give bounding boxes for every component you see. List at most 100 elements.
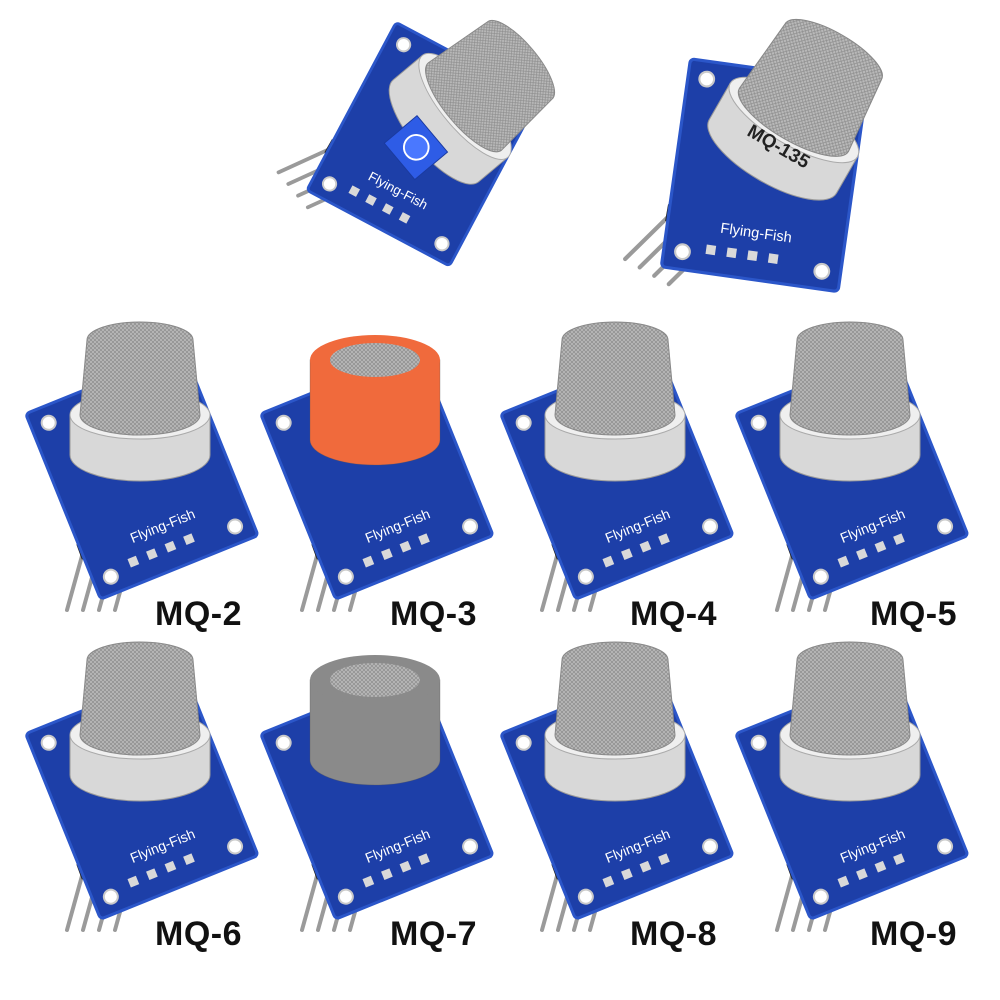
solder-pad (893, 533, 905, 546)
mount-hole (515, 734, 532, 751)
mesh-cap (554, 321, 676, 436)
solder-pad (874, 860, 887, 873)
mount-hole (275, 414, 292, 431)
potentiometer-knob (402, 134, 430, 161)
model-label: MQ-4 (630, 595, 717, 633)
solder-pad (602, 555, 615, 568)
mount-hole (275, 734, 292, 751)
mount-hole (321, 176, 338, 192)
mount-hole (227, 518, 244, 535)
gas-sensor (309, 335, 441, 466)
solder-pad (639, 540, 652, 553)
solder-pad (658, 853, 670, 866)
solder-pad (381, 548, 393, 561)
sensor-module-mq-3: Flying-Fish (250, 320, 500, 620)
mount-hole (702, 838, 719, 855)
gas-sensor (544, 641, 686, 802)
mount-hole (395, 37, 412, 53)
solder-pad (602, 875, 615, 888)
mount-hole (337, 888, 354, 905)
gas-sensor (544, 321, 686, 482)
mesh-cap (789, 641, 911, 756)
solder-pad (621, 868, 633, 881)
solder-pad (418, 533, 430, 546)
solder-pad (418, 853, 430, 866)
mesh-cap (79, 641, 201, 756)
mount-hole (812, 888, 829, 905)
mount-hole (462, 518, 479, 535)
mount-hole (102, 568, 119, 585)
solder-pad (726, 247, 737, 259)
back-view-module: Flying-Fish (240, 0, 611, 323)
gas-sensor: MQ-135 (707, 18, 883, 201)
mount-hole (227, 838, 244, 855)
solder-pad (747, 250, 758, 262)
solder-pad (362, 875, 375, 888)
gas-sensor (779, 321, 921, 482)
sensor-module-mq-5: Flying-Fish (725, 320, 975, 620)
mount-hole (698, 70, 716, 88)
solder-pad (658, 533, 670, 546)
solder-pad (837, 555, 850, 568)
solder-pad (127, 555, 140, 568)
sensor-module-mq-7: Flying-Fish (250, 640, 500, 940)
mount-hole (102, 888, 119, 905)
solder-pad (382, 203, 394, 215)
solder-pad (705, 244, 717, 256)
solder-pad (362, 555, 375, 568)
mount-hole (577, 888, 594, 905)
solder-pad (381, 868, 393, 881)
solder-pad (398, 212, 411, 224)
solder-pad (164, 860, 177, 873)
gas-sensor (69, 641, 211, 802)
solder-pad (399, 540, 412, 553)
mount-hole (750, 414, 767, 431)
solder-pad (146, 868, 158, 881)
mesh-cap (789, 321, 911, 436)
mount-hole (674, 243, 691, 261)
sensor-module-mq-8: Flying-Fish (490, 640, 740, 940)
solder-pad (767, 253, 779, 264)
gray-cap (309, 679, 441, 786)
mesh-cap (425, 20, 555, 153)
solder-pad (127, 875, 140, 888)
solder-pad (893, 853, 905, 866)
mount-hole (337, 568, 354, 585)
sensor-module-mq-2: Flying-Fish (15, 320, 265, 620)
sensor-module-mq-6: Flying-Fish (15, 640, 265, 940)
model-label: MQ-8 (630, 915, 717, 953)
model-label: MQ-3 (390, 595, 477, 633)
solder-pad (639, 860, 652, 873)
model-label: MQ-6 (155, 915, 242, 953)
mount-hole (515, 414, 532, 431)
orange-cap (309, 359, 441, 466)
solder-pad (837, 875, 850, 888)
gas-sensor (69, 321, 211, 482)
solder-pad (399, 860, 412, 873)
cap-mesh-window (330, 663, 420, 697)
solder-pad (183, 853, 195, 866)
gas-sensor (309, 655, 441, 786)
solder-pad (348, 185, 361, 197)
solder-pad (621, 548, 633, 561)
cap-mesh-window (330, 343, 420, 377)
solder-pad (856, 548, 868, 561)
mesh-cap (79, 321, 201, 436)
sensor-module-mq-9: Flying-Fish (725, 640, 975, 940)
model-label: MQ-7 (390, 915, 477, 953)
sensor-module-mq-4: Flying-Fish (490, 320, 740, 620)
gas-sensor (388, 20, 555, 185)
mount-hole (702, 518, 719, 535)
mount-hole (40, 734, 57, 751)
mesh-cap (554, 641, 676, 756)
solder-pad (146, 548, 158, 561)
mount-hole (937, 518, 954, 535)
mesh-cap (737, 18, 883, 157)
solder-pad (874, 540, 887, 553)
mount-hole (812, 568, 829, 585)
mount-hole (813, 262, 831, 280)
mount-hole (750, 734, 767, 751)
mount-hole (937, 838, 954, 855)
